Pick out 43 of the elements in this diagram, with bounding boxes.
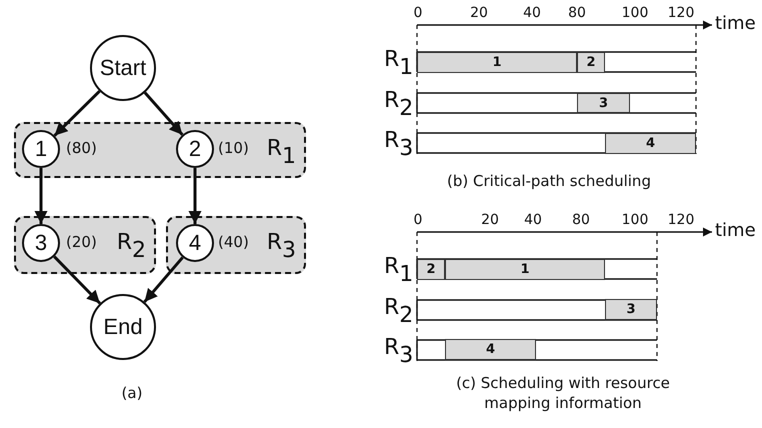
arrow [53, 90, 101, 137]
arrow [188, 168, 202, 224]
tick-label: 40 [524, 213, 542, 227]
duration-label: (20) [66, 235, 97, 250]
resource-group [166, 216, 306, 274]
tick-label: 100 [622, 6, 648, 20]
gantt-bar: 2 [577, 52, 605, 73]
arrow [34, 168, 48, 224]
duration-label: (10) [218, 141, 249, 156]
tick-label: 40 [523, 6, 541, 20]
task-circle: 3 [22, 224, 60, 262]
task-circle: End [90, 294, 156, 360]
resource-group [14, 216, 156, 274]
gantt-bar: 1 [445, 259, 605, 280]
task-circle: 1 [22, 130, 60, 168]
axis-label: time [715, 222, 756, 240]
tick-label: 80 [572, 213, 590, 227]
gantt-bar: 2 [417, 259, 445, 280]
axis-label: time [715, 15, 756, 33]
resource-group [14, 122, 306, 178]
task-circle: 2 [176, 130, 214, 168]
tick-label: 20 [470, 6, 488, 20]
caption: (b) Critical-path scheduling [447, 174, 651, 189]
tick-label: 100 [622, 213, 648, 227]
arrow [53, 256, 102, 304]
arrow [144, 92, 184, 136]
tick-label: 0 [414, 6, 422, 20]
gantt-bar: 3 [605, 299, 657, 320]
tick-label: 80 [568, 6, 586, 20]
gantt-bar: 1 [417, 52, 577, 73]
caption: (c) Scheduling with resource mapping information [455, 373, 671, 414]
gantt-bar: 3 [577, 93, 630, 113]
gantt-bar: 4 [605, 133, 696, 154]
task-circle: Start [90, 35, 156, 101]
tick-label: 20 [481, 213, 499, 227]
task-circle: 4 [176, 224, 214, 262]
duration-label: (40) [218, 235, 249, 250]
duration-label: (80) [66, 141, 97, 156]
gantt-bar: 4 [445, 339, 536, 360]
tick-label: 0 [414, 213, 422, 227]
tick-label: 120 [668, 213, 694, 227]
tick-label: 120 [668, 6, 694, 20]
panel-label: (a) [122, 386, 142, 401]
